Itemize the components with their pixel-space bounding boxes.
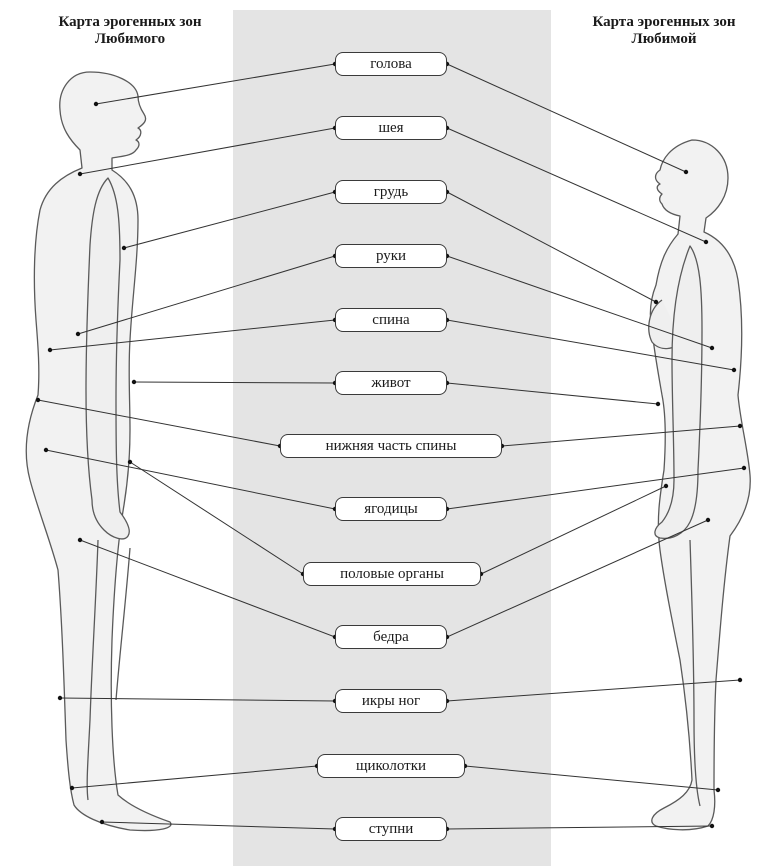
zone-label-chest: грудь	[335, 180, 447, 204]
connector-female-lower-back	[501, 425, 741, 447]
connector-male-back	[49, 319, 336, 351]
connector-male-neck	[79, 127, 336, 175]
connector-male-arms	[77, 255, 336, 335]
dot-male-back	[47, 347, 53, 353]
dot-male-ankles	[69, 785, 75, 791]
connector-female-neck	[446, 127, 707, 243]
connector-male-lower-back	[37, 399, 281, 447]
zone-label-belly: живот	[335, 371, 447, 395]
connector-female-hips	[446, 519, 709, 638]
dot-female-genitals	[663, 483, 669, 489]
dot-male-hips	[77, 537, 83, 543]
connector-male-feet	[101, 821, 336, 830]
connector-male-genitals	[129, 461, 304, 575]
zone-label-hips: бедра	[335, 625, 447, 649]
zone-label-neck: шея	[335, 116, 447, 140]
title-male-line2: Любимого	[94, 31, 166, 47]
dot-female-arms	[709, 345, 715, 351]
dot-male-calves	[57, 695, 63, 701]
connector-female-head	[446, 63, 687, 173]
connector-male-chest	[123, 191, 336, 249]
connector-female-chest	[446, 191, 657, 303]
dot-male-neck	[77, 171, 83, 177]
zone-label-ankles: щиколотки	[317, 754, 465, 778]
connector-female-belly	[446, 382, 659, 405]
connector-female-feet	[446, 825, 713, 830]
dot-female-feet	[709, 823, 715, 829]
dot-male-chest	[121, 245, 127, 251]
zone-label-calves: икры ног	[335, 689, 447, 713]
connector-male-hips	[79, 539, 336, 638]
dot-male-genitals	[127, 459, 133, 465]
connector-male-buttocks	[45, 449, 336, 510]
connector-lines	[37, 63, 745, 830]
dot-male-lower-back	[35, 397, 41, 403]
connector-male-calves	[59, 697, 336, 702]
dot-female-buttocks	[741, 465, 747, 471]
connector-male-ankles	[71, 765, 318, 789]
connector-female-buttocks	[446, 467, 745, 510]
zone-label-lower-back: нижняя часть спины	[280, 434, 502, 458]
title-female-line2: Любимой	[631, 31, 697, 47]
dot-female-lower-back	[737, 423, 743, 429]
female-figure	[648, 139, 751, 831]
dot-female-ankles	[715, 787, 721, 793]
dot-male-feet	[99, 819, 105, 825]
dot-male-head	[93, 101, 99, 107]
zone-label-head: голова	[335, 52, 447, 76]
dot-female-head	[683, 169, 689, 175]
zone-label-back: спина	[335, 308, 447, 332]
dot-male-belly	[131, 379, 137, 385]
title-male: Карта эрогенных зон Любимого	[40, 14, 220, 48]
title-male-line1: Карта эрогенных зон	[58, 14, 202, 30]
dot-female-calves	[737, 677, 743, 683]
connector-male-belly	[133, 381, 336, 384]
connector-female-ankles	[464, 765, 719, 791]
title-female: Карта эрогенных зон Любимой	[564, 14, 764, 48]
dot-female-belly	[655, 401, 661, 407]
connector-female-arms	[446, 255, 713, 349]
connector-female-back	[446, 319, 735, 371]
zone-label-genitals: половые органы	[303, 562, 481, 586]
dot-female-chest	[653, 299, 659, 305]
connector-male-head	[95, 63, 336, 105]
dot-male-buttocks	[43, 447, 49, 453]
dot-female-back	[731, 367, 737, 373]
zone-label-arms: руки	[335, 244, 447, 268]
connector-female-genitals	[480, 485, 667, 575]
dot-female-neck	[703, 239, 709, 245]
connector-female-calves	[446, 679, 741, 702]
male-figure	[25, 71, 172, 832]
zone-label-buttocks: ягодицы	[335, 497, 447, 521]
dot-female-hips	[705, 517, 711, 523]
title-female-line1: Карта эрогенных зон	[592, 14, 736, 30]
dot-male-arms	[75, 331, 81, 337]
zone-label-feet: ступни	[335, 817, 447, 841]
